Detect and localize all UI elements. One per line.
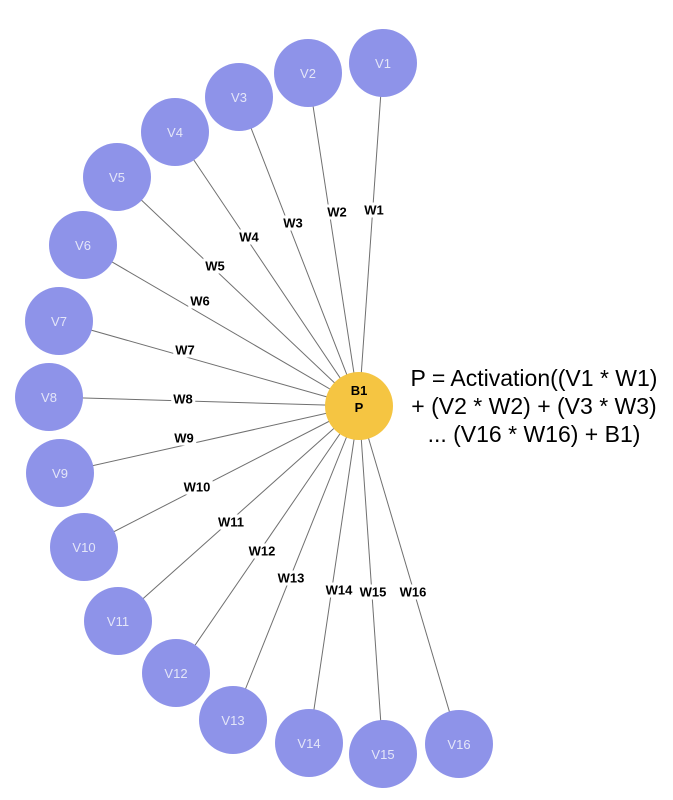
edge-W3 xyxy=(238,96,360,407)
edge-label-W3: W3 xyxy=(281,215,305,231)
center-node-P: B1 P xyxy=(325,372,393,440)
input-node-V3: V3 xyxy=(205,63,273,131)
edge-label-W10: W10 xyxy=(181,479,213,495)
edge-label-W4: W4 xyxy=(237,229,261,245)
input-node-V8: V8 xyxy=(15,363,83,431)
edge-label-W8: W8 xyxy=(171,391,195,407)
edge-label-W13: W13 xyxy=(275,570,307,586)
center-node-bias-label: B1 xyxy=(350,383,368,398)
input-node-V14: V14 xyxy=(275,709,343,777)
input-node-V10: V10 xyxy=(50,513,118,581)
formula-line-1: P = Activation((V1 * W1) xyxy=(410,365,658,391)
edge-W10 xyxy=(83,405,360,548)
edge-W9 xyxy=(59,405,360,474)
edge-W11 xyxy=(117,405,360,622)
edge-label-W9: W9 xyxy=(172,430,196,446)
edge-label-W12: W12 xyxy=(246,543,278,559)
edge-label-W6: W6 xyxy=(188,293,212,309)
edge-label-W15: W15 xyxy=(357,584,389,600)
edge-label-W2: W2 xyxy=(325,204,349,220)
input-node-V4: V4 xyxy=(141,98,209,166)
center-node-text: B1 P xyxy=(351,382,368,416)
input-node-V16: V16 xyxy=(425,710,493,778)
input-node-V9: V9 xyxy=(26,439,94,507)
edge-label-W1: W1 xyxy=(362,202,386,218)
edge-label-W14: W14 xyxy=(323,582,355,598)
edge-W7 xyxy=(58,320,360,407)
input-node-V11: V11 xyxy=(84,587,152,655)
edge-W13 xyxy=(232,405,360,721)
edge-label-W16: W16 xyxy=(397,584,429,600)
formula-text: P = Activation((V1 * W1) + (V2 * W2) + (… xyxy=(400,364,668,448)
center-node-label: P xyxy=(354,400,364,415)
edge-W2 xyxy=(307,72,360,407)
input-node-V12: V12 xyxy=(142,639,210,707)
formula-line-2: + (V2 * W2) + (V3 * W3) xyxy=(411,393,657,419)
edge-W5 xyxy=(116,176,360,407)
edge-W14 xyxy=(308,405,360,744)
input-node-V7: V7 xyxy=(25,287,93,355)
edge-label-W7: W7 xyxy=(173,342,197,358)
input-node-V13: V13 xyxy=(199,686,267,754)
edge-W6 xyxy=(82,244,360,407)
edge-W15 xyxy=(358,405,384,755)
input-node-V6: V6 xyxy=(49,211,117,279)
input-node-V2: V2 xyxy=(274,39,342,107)
formula-line-3: ... (V16 * W16) + B1) xyxy=(427,421,641,447)
edge-W12 xyxy=(175,405,360,674)
edge-label-W11: W11 xyxy=(215,514,247,530)
input-node-V5: V5 xyxy=(83,143,151,211)
edge-W4 xyxy=(174,131,360,407)
edge-W8 xyxy=(48,396,360,407)
input-node-V15: V15 xyxy=(349,720,417,788)
input-node-V1: V1 xyxy=(349,29,417,97)
edge-W16 xyxy=(358,405,460,745)
edge-W1 xyxy=(358,62,384,407)
edge-label-W5: W5 xyxy=(203,258,227,274)
